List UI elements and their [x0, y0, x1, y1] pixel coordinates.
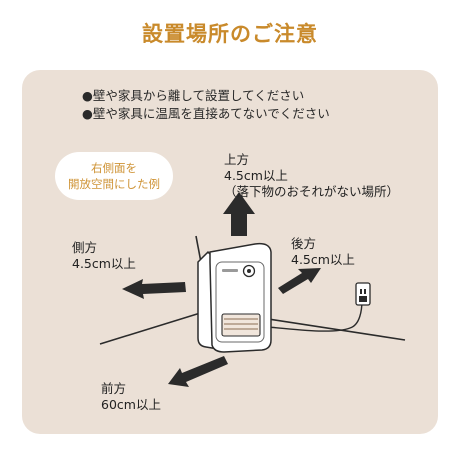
- page-title: 設置場所のご注意: [142, 22, 318, 46]
- label-side: 側方 4.5cm以上: [72, 240, 136, 272]
- badge-line: 右側面を: [91, 161, 137, 175]
- direction-arrow-icon: [168, 356, 228, 387]
- note-item: ●壁や家具から離して設置してください: [82, 88, 305, 103]
- notes-list: ●壁や家具から離して設置してください ●壁や家具に温風を直接あてないでください: [82, 87, 330, 123]
- heater-icon: [197, 242, 272, 353]
- wall-outlet-icon: [355, 282, 371, 306]
- label-back-distance: 4.5cm以上: [291, 252, 355, 267]
- label-back-title: 後方: [291, 236, 317, 251]
- label-front: 前方 60cm以上: [101, 381, 161, 413]
- label-top: 上方 4.5cm以上 （落下物のおそれがない場所）: [224, 152, 399, 200]
- label-back: 後方 4.5cm以上: [291, 236, 355, 268]
- example-badge: 右側面を 開放空間にした例: [55, 152, 173, 200]
- label-front-distance: 60cm以上: [101, 397, 161, 412]
- badge-line: 開放空間にした例: [68, 177, 160, 191]
- note-item: ●壁や家具に温風を直接あてないでください: [82, 106, 330, 121]
- direction-arrow-icon: [278, 268, 321, 294]
- label-side-distance: 4.5cm以上: [72, 256, 136, 271]
- label-top-note: （落下物のおそれがない場所）: [224, 184, 400, 199]
- label-top-distance: 4.5cm以上: [224, 168, 288, 183]
- direction-arrow-icon: [223, 192, 255, 236]
- direction-arrow-icon: [122, 279, 186, 299]
- heater-grille: [221, 313, 261, 337]
- label-front-title: 前方: [101, 381, 127, 396]
- power-cord: [267, 299, 363, 332]
- label-side-title: 側方: [72, 240, 98, 255]
- label-top-title: 上方: [224, 152, 250, 167]
